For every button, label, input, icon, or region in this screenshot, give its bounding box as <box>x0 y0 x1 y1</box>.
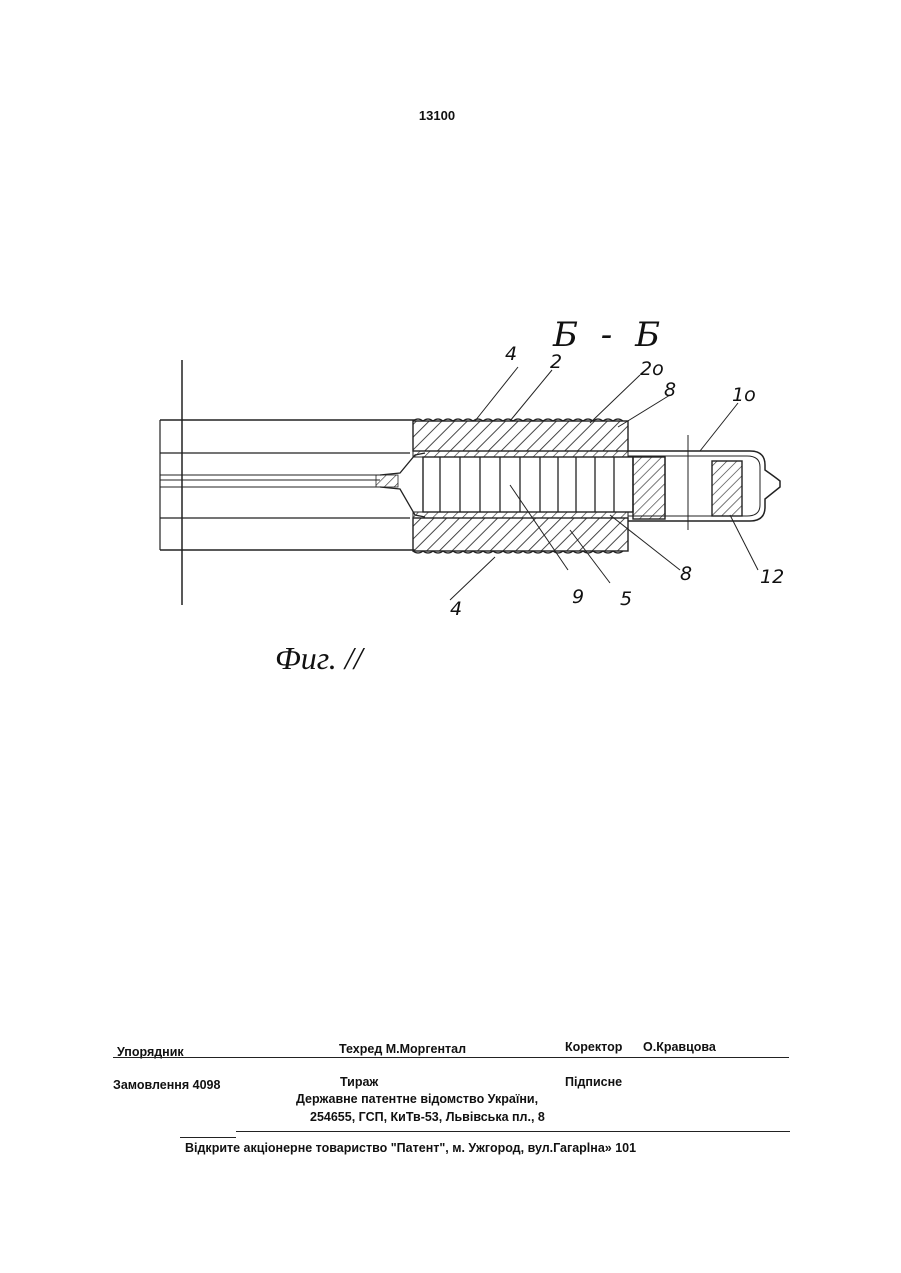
corrector-label: Коректор <box>565 1040 622 1054</box>
top-winding <box>413 421 628 451</box>
callout-9: 9 <box>572 588 584 607</box>
callout-10: 1o <box>732 386 756 405</box>
callout-8-bottom: 8 <box>680 565 692 584</box>
page-number: 13100 <box>0 108 874 123</box>
office-line-2: 254655, ГСП, КиТв-53, Львівська пл., 8 <box>310 1110 545 1124</box>
circulation: Тираж <box>340 1075 378 1089</box>
corrector-name: О.Кравцова <box>643 1040 716 1054</box>
rule-bottom <box>236 1131 790 1132</box>
order-number: Замовлення 4098 <box>113 1078 220 1092</box>
section-drawing <box>140 315 800 635</box>
callout-4-bottom: 4 <box>450 600 462 619</box>
callout-12: 12 <box>760 568 784 587</box>
tech-editor: Техред М.Моргентал <box>339 1042 466 1056</box>
callout-8-top: 8 <box>664 381 676 400</box>
rule-short <box>180 1137 236 1138</box>
section-label: Б - Б <box>553 315 666 355</box>
office-line-1: Державне патентне відомство України, <box>296 1092 538 1106</box>
subscription: Підписне <box>565 1075 622 1089</box>
rule-top <box>113 1057 789 1058</box>
callout-2: 2 <box>550 353 562 372</box>
core-stack <box>423 457 633 512</box>
publisher-line: Відкрите акціонерне товариство "Патент",… <box>185 1141 636 1155</box>
figure-caption: Фиг. // <box>275 640 363 677</box>
bottom-winding <box>413 518 628 551</box>
callout-20: 2o <box>640 360 664 379</box>
callout-5: 5 <box>620 590 632 609</box>
callout-4-top: 4 <box>505 345 517 364</box>
